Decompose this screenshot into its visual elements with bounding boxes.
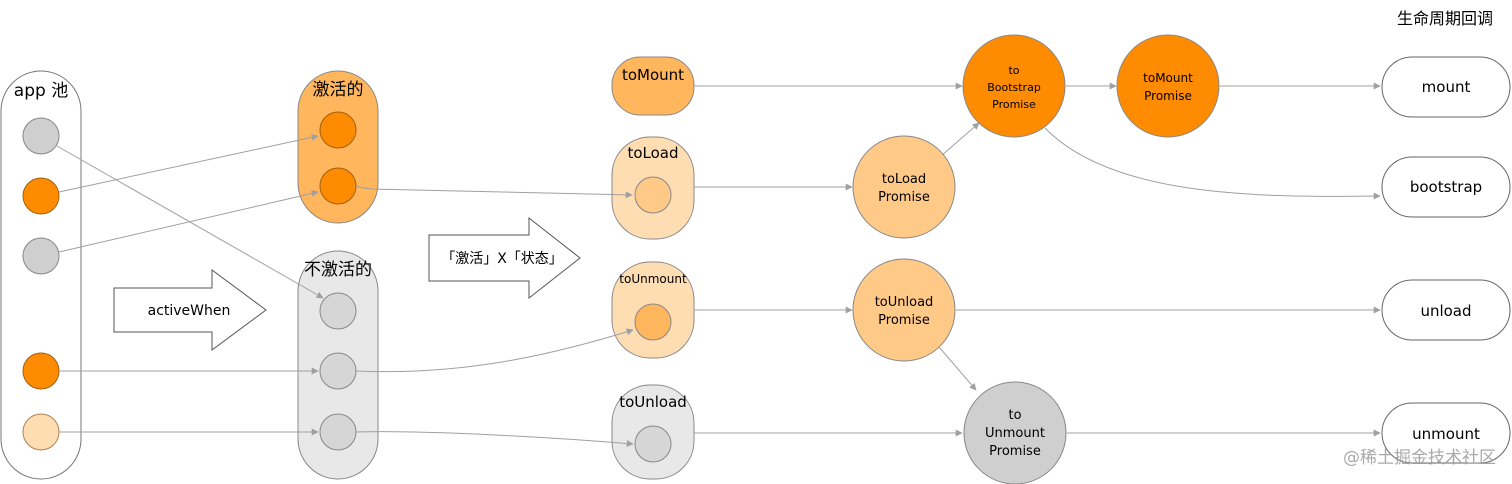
callback-unload: unload — [1381, 279, 1511, 341]
to-bootstrap-promise: to Bootstrap Promise — [962, 34, 1066, 138]
app-pool-label: app 池 — [14, 81, 68, 101]
edge-bootstrap-bootstrapcb — [1044, 127, 1381, 200]
to-unload-node — [634, 425, 672, 463]
active-when-label: activeWhen — [148, 303, 231, 319]
to-mount-group: toMount — [611, 56, 695, 116]
edge-unloadpromise-unmountpromise — [938, 346, 977, 391]
to-load-promise: toLoad Promise — [852, 135, 956, 239]
to-unload-promise: toUnload Promise — [852, 258, 956, 362]
edge-active2-toload — [355, 185, 633, 199]
active-when-arrow: activeWhen — [113, 269, 267, 351]
inactive-node-2 — [319, 352, 357, 390]
app-node-1 — [22, 117, 60, 155]
to-load-promise-line-2: Promise — [878, 190, 930, 205]
to-mount-promise-line-2: Promise — [1144, 89, 1192, 103]
callback-mount: mount — [1381, 56, 1511, 118]
to-unmount-promise: to Unmount Promise — [963, 381, 1067, 484]
diagram-title: 生命周期回调 — [1397, 9, 1493, 28]
to-unmount-promise-line-2: Unmount — [985, 426, 1045, 441]
to-load-node — [634, 176, 672, 214]
to-unload-promise-line-2: Promise — [878, 313, 930, 328]
app-pool-group: app 池 — [0, 70, 82, 480]
callback-unmount: unmount — [1381, 402, 1511, 464]
to-load-label: toLoad — [627, 144, 678, 162]
app-node-3 — [22, 237, 60, 275]
to-unmount-label: toUnmount — [619, 272, 687, 286]
state-cross-label: 「激活」X「状态」 — [441, 250, 563, 267]
connectors — [56, 82, 1381, 447]
to-unload-label: toUnload — [619, 393, 687, 411]
callback-bootstrap: bootstrap — [1381, 156, 1511, 218]
active-label: 激活的 — [313, 80, 364, 100]
to-unmount-node — [634, 303, 672, 341]
to-mount-promise: toMount Promise — [1116, 34, 1220, 138]
app-node-4 — [22, 352, 60, 390]
inactive-group: 不激活的 — [297, 250, 379, 480]
callback-unload-label: unload — [1420, 302, 1471, 320]
to-unload-promise-line-1: toUnload — [875, 295, 934, 310]
edge-loadpromise-bootstrap — [940, 122, 980, 157]
to-load-group: toLoad — [611, 136, 695, 240]
to-bootstrap-promise-line-2: Bootstrap — [987, 81, 1041, 94]
callback-unmount-label: unmount — [1412, 425, 1480, 443]
to-bootstrap-promise-line-1: to — [1008, 64, 1019, 77]
to-load-promise-line-1: toLoad — [882, 172, 926, 187]
active-node-1 — [319, 111, 357, 149]
active-group: 激活的 — [297, 70, 379, 224]
edge-inactive2-tounmount — [355, 328, 634, 373]
active-node-2 — [319, 167, 357, 205]
watermark: @稀土掘金技术社区 — [1343, 448, 1496, 468]
inactive-node-3 — [319, 413, 357, 451]
to-bootstrap-promise-line-3: Promise — [992, 98, 1036, 111]
app-node-5 — [22, 413, 60, 451]
callback-mount-label: mount — [1422, 78, 1471, 96]
to-mount-promise-line-1: toMount — [1143, 71, 1193, 85]
callback-bootstrap-label: bootstrap — [1410, 178, 1482, 196]
inactive-label: 不激活的 — [304, 260, 372, 280]
app-node-2 — [22, 177, 60, 215]
to-unmount-promise-line-1: to — [1008, 408, 1021, 423]
to-unload-group: toUnload — [611, 384, 695, 480]
edge-app2-active1 — [58, 133, 319, 193]
to-unmount-promise-line-3: Promise — [989, 444, 1041, 459]
to-unmount-group: toUnmount — [611, 261, 695, 359]
edge-app3-active2 — [58, 190, 319, 253]
inactive-node-1 — [319, 292, 357, 330]
state-cross-arrow: 「激活」X「状态」 — [428, 216, 581, 300]
edge-app1-inactive1 — [56, 145, 324, 299]
to-mount-label: toMount — [622, 66, 684, 84]
edge-inactive3-tounload — [355, 431, 634, 447]
